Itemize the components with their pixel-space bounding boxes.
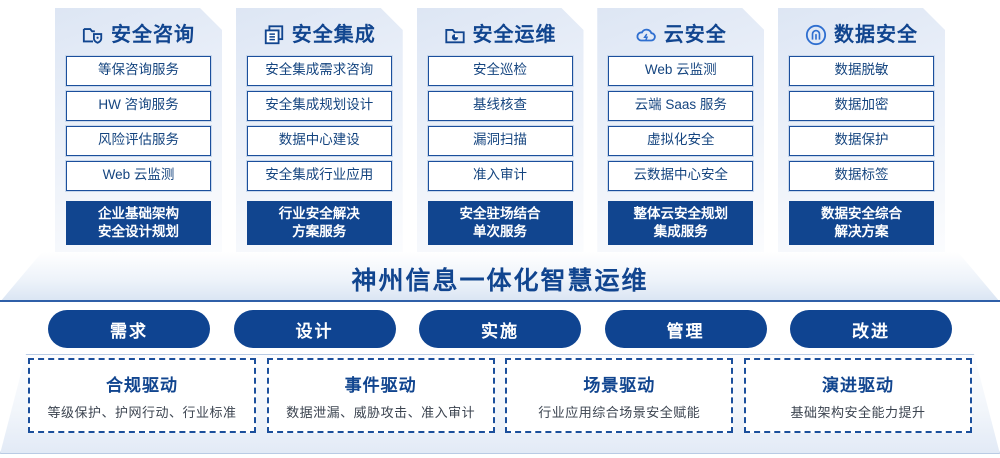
column-title: 安全运维 xyxy=(472,24,557,46)
service-columns: 安全咨询 等保咨询服务 HW 咨询服务 风险评估服务 Web 云监测 企业基础架… xyxy=(0,8,1000,256)
highlight-line-1: 安全驻场结合 xyxy=(459,206,541,221)
driver-subtitle: 行业应用综合场景安全赋能 xyxy=(538,404,701,420)
list-item[interactable]: 安全集成需求咨询 xyxy=(247,56,392,86)
stage-pill-improvement[interactable]: 改进 xyxy=(790,310,952,348)
folder-chart-icon xyxy=(444,24,466,46)
list-item[interactable]: 数据标签 xyxy=(789,161,934,191)
cloud-icon xyxy=(635,24,657,46)
column-header: 安全运维 xyxy=(428,14,573,56)
service-column-data-security[interactable]: 数据安全 数据脱敏 数据加密 数据保护 数据标签 数据安全综合 解决方案 xyxy=(778,8,945,254)
list-item[interactable]: 云数据中心安全 xyxy=(608,161,753,191)
list-item[interactable]: 云端 Saas 服务 xyxy=(608,91,753,121)
service-column-security-integration[interactable]: 安全集成 安全集成需求咨询 安全集成规划设计 数据中心建设 安全集成行业应用 行… xyxy=(236,8,403,254)
highlight-line-2: 安全设计规划 xyxy=(98,224,179,239)
list-item[interactable]: 安全集成行业应用 xyxy=(247,161,392,191)
driver-title: 合规驱动 xyxy=(106,375,178,395)
list-item[interactable]: 数据加密 xyxy=(789,91,934,121)
list-item[interactable]: 数据脱敏 xyxy=(789,56,934,86)
layers-stack-icon xyxy=(263,24,285,46)
service-column-cloud-security[interactable]: 云安全 Web 云监测 云端 Saas 服务 虚拟化安全 云数据中心安全 整体云… xyxy=(597,8,764,254)
driver-card-incident[interactable]: 事件驱动 数据泄漏、威胁攻击、准入审计 xyxy=(266,358,495,433)
list-item[interactable]: 数据保护 xyxy=(789,126,934,156)
driver-title: 演进驱动 xyxy=(821,375,894,395)
stage-pill-implementation[interactable]: 实施 xyxy=(419,310,581,348)
service-column-security-consulting[interactable]: 安全咨询 等保咨询服务 HW 咨询服务 风险评估服务 Web 云监测 企业基础架… xyxy=(55,8,222,254)
list-item[interactable]: Web 云监测 xyxy=(608,56,753,86)
column-highlight-card[interactable]: 安全驻场结合 单次服务 xyxy=(428,201,573,245)
service-column-security-operations[interactable]: 安全运维 安全巡检 基线核查 漏洞扫描 准入审计 安全驻场结合 单次服务 xyxy=(417,8,584,254)
column-title: 数据安全 xyxy=(834,24,918,46)
column-header: 安全咨询 xyxy=(66,14,211,56)
list-item[interactable]: 漏洞扫描 xyxy=(428,126,573,156)
lifecycle-stages: 需求 设计 实施 管理 改进 xyxy=(0,310,1000,350)
column-item-list: Web 云监测 云端 Saas 服务 虚拟化安全 云数据中心安全 整体云安全规划… xyxy=(608,56,753,245)
column-title: 安全咨询 xyxy=(111,24,195,46)
column-item-list: 安全巡检 基线核查 漏洞扫描 准入审计 安全驻场结合 单次服务 xyxy=(428,56,573,245)
platform-banner: 神州信息一体化智慧运维 xyxy=(0,252,1000,302)
driver-title: 事件驱动 xyxy=(344,375,417,395)
driver-card-scenario[interactable]: 场景驱动 行业应用综合场景安全赋能 xyxy=(505,358,734,433)
stage-pill-design[interactable]: 设计 xyxy=(233,310,396,348)
column-highlight-card[interactable]: 行业安全解决 方案服务 xyxy=(247,201,392,245)
fingerprint-icon xyxy=(805,24,827,46)
highlight-line-1: 数据安全综合 xyxy=(821,206,902,221)
column-header: 安全集成 xyxy=(247,14,392,56)
banner-baseline-divider xyxy=(0,300,1000,302)
column-item-list: 等保咨询服务 HW 咨询服务 风险评估服务 Web 云监测 企业基础架构 安全设… xyxy=(66,56,211,245)
driver-subtitle: 数据泄漏、威胁攻击、准入审计 xyxy=(286,404,476,420)
column-item-list: 安全集成需求咨询 安全集成规划设计 数据中心建设 安全集成行业应用 行业安全解决… xyxy=(247,56,392,245)
list-item[interactable]: 虚拟化安全 xyxy=(608,126,753,156)
highlight-line-2: 单次服务 xyxy=(473,224,527,239)
highlight-line-1: 整体云安全规划 xyxy=(633,206,728,221)
highlight-line-2: 方案服务 xyxy=(292,224,347,239)
stage-pill-requirement[interactable]: 需求 xyxy=(48,310,210,348)
driver-card-compliance[interactable]: 合规驱动 等级保护、护网行动、行业标准 xyxy=(28,358,256,433)
column-item-list: 数据脱敏 数据加密 数据保护 数据标签 数据安全综合 解决方案 xyxy=(789,56,934,245)
driver-subtitle: 基础架构安全能力提升 xyxy=(790,404,926,420)
platform-banner-title: 神州信息一体化智慧运维 xyxy=(351,267,649,295)
list-item[interactable]: 基线核查 xyxy=(428,91,573,121)
column-highlight-card[interactable]: 整体云安全规划 集成服务 xyxy=(608,201,753,245)
highlight-line-1: 行业安全解决 xyxy=(278,206,360,221)
list-item[interactable]: HW 咨询服务 xyxy=(66,91,211,121)
list-item[interactable]: 安全集成规划设计 xyxy=(247,91,392,121)
list-item[interactable]: Web 云监测 xyxy=(66,161,211,191)
highlight-line-1: 企业基础架构 xyxy=(98,206,179,221)
stage-pill-management[interactable]: 管理 xyxy=(604,310,767,348)
folder-shield-icon xyxy=(82,24,104,46)
column-header: 数据安全 xyxy=(789,14,934,56)
column-highlight-card[interactable]: 数据安全综合 解决方案 xyxy=(789,201,934,245)
driver-card-evolution[interactable]: 演进驱动 基础架构安全能力提升 xyxy=(743,358,972,433)
column-header: 云安全 xyxy=(608,14,753,56)
list-item[interactable]: 等保咨询服务 xyxy=(66,56,211,86)
driver-subtitle: 等级保护、护网行动、行业标准 xyxy=(47,404,237,420)
list-item[interactable]: 准入审计 xyxy=(428,161,573,191)
list-item[interactable]: 风险评估服务 xyxy=(66,126,211,156)
list-item[interactable]: 数据中心建设 xyxy=(247,126,392,156)
list-item[interactable]: 安全巡检 xyxy=(428,56,573,86)
column-highlight-card[interactable]: 企业基础架构 安全设计规划 xyxy=(66,201,211,245)
column-title: 安全集成 xyxy=(291,24,376,46)
driver-title: 场景驱动 xyxy=(583,375,656,395)
drivers-row: 合规驱动 等级保护、护网行动、行业标准 事件驱动 数据泄漏、威胁攻击、准入审计 … xyxy=(0,358,1000,446)
highlight-line-2: 集成服务 xyxy=(653,224,708,239)
highlight-line-2: 解决方案 xyxy=(834,224,889,239)
column-title: 云安全 xyxy=(663,24,727,46)
